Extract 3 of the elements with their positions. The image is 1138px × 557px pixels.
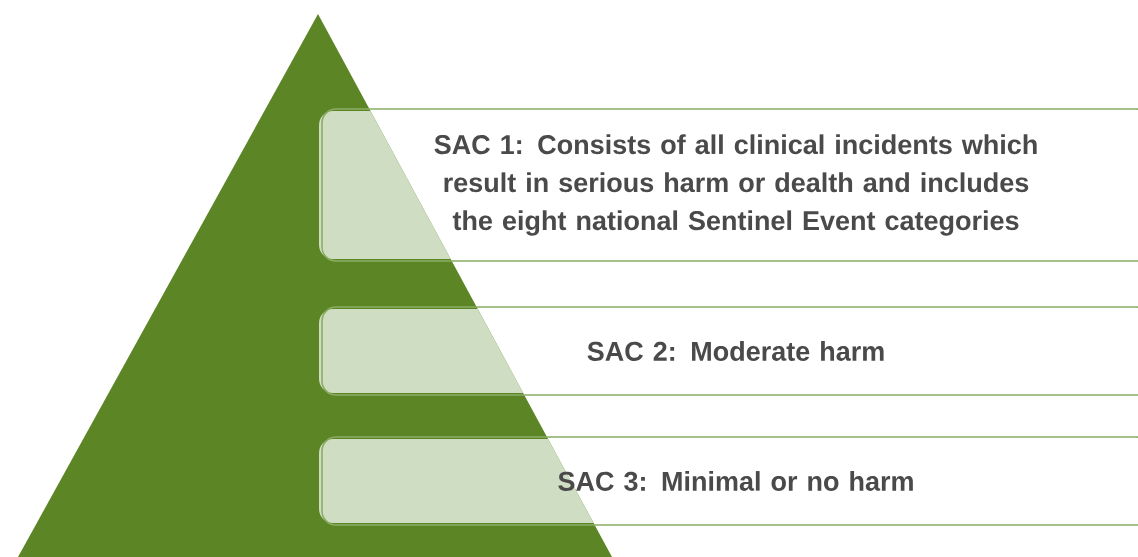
level-box: SAC 3: Minimal or no harm — [319, 436, 1138, 526]
level-box: SAC 1: Consists of all clinical incidents which result in serious harm or dealth and includes the eight national Sentinel Event categories — [319, 108, 1138, 262]
level-box: SAC 2: Moderate harm — [319, 306, 1138, 396]
